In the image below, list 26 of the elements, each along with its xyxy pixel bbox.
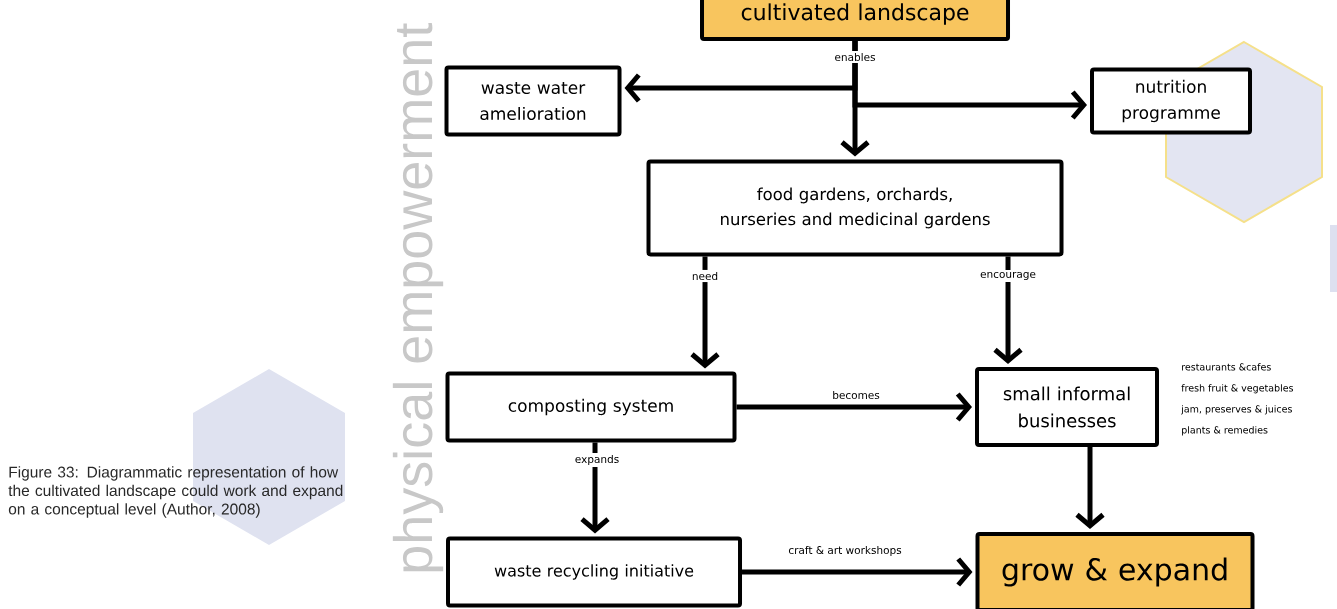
process-box: cultivated landscape (700, 0, 1010, 41)
process-box: small informal businesses (975, 367, 1159, 447)
process-box: waste water amelioration (444, 65, 622, 137)
side-note: fresh fruit & vegetables (1181, 384, 1294, 394)
edge-label: need (692, 271, 718, 281)
side-note: plants & remedies (1182, 426, 1268, 436)
process-box: grow & expand (975, 532, 1255, 609)
process-box: waste recycling initiative (446, 536, 742, 608)
edge-label: encourage (980, 271, 1036, 280)
figure-caption: Figure 33: Diagrammatic representation of how the cultivated landscape could work and expand on a conceptual level (Author, 2008) (8, 466, 343, 518)
arrow (840, 41, 870, 157)
arrow (742, 557, 973, 587)
side-note: restaurants &cafes (1182, 363, 1271, 371)
edge-label: enables (835, 52, 876, 62)
edge-label: craft & art workshops (788, 545, 902, 557)
arrow (690, 256, 720, 369)
arrow (1075, 447, 1105, 529)
process-box: composting system (445, 371, 737, 443)
arrow (580, 442, 610, 534)
edge-label: expands (575, 454, 619, 466)
process-box: nutrition programme (1090, 67, 1252, 135)
process-box: food gardens, orchards, nurseries and medicinal gardens (646, 159, 1064, 257)
side-note: jam, preserves & juices (1181, 405, 1292, 415)
arrow (993, 256, 1023, 364)
arrow (736, 392, 972, 422)
edge-label: becomes (833, 390, 880, 400)
